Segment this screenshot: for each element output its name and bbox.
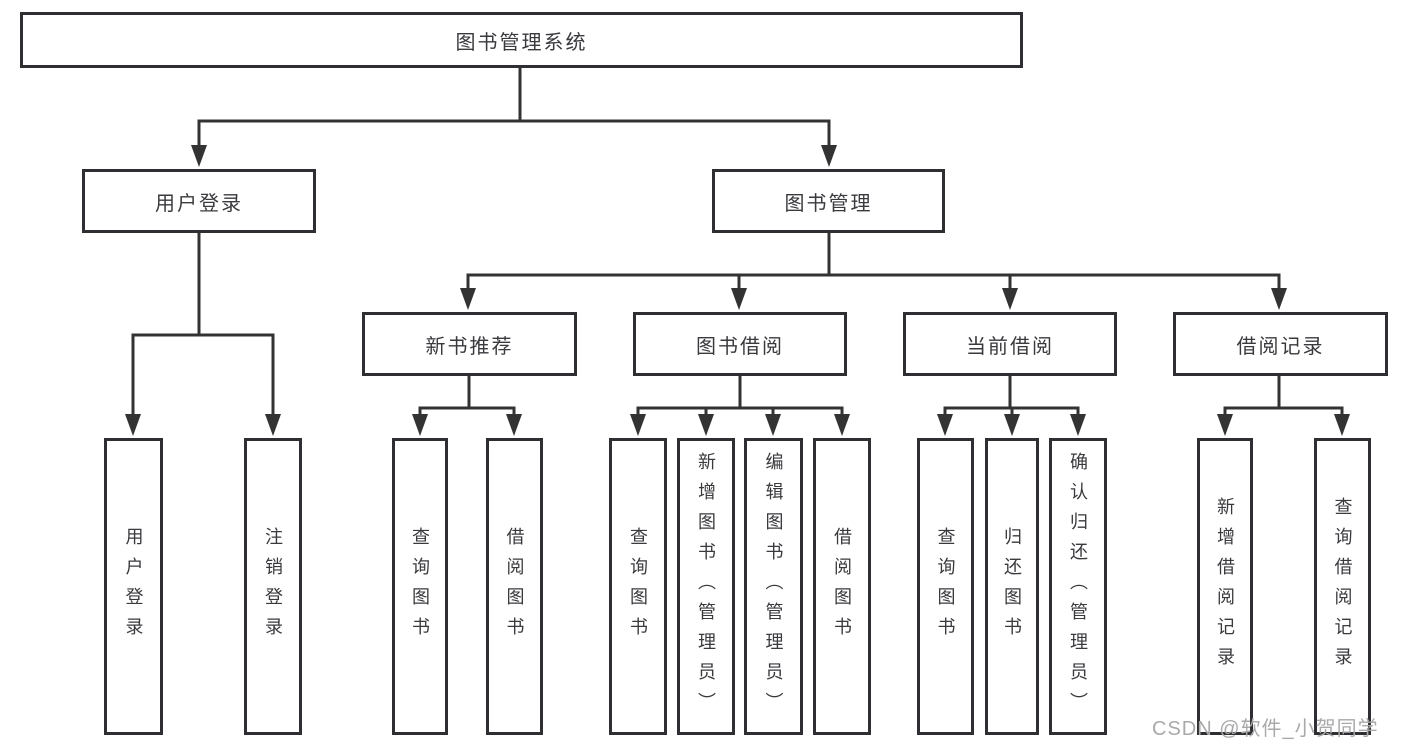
csdn-watermark: CSDN @软件_小贺同学	[1152, 718, 1379, 740]
connector-borrow-records	[1223, 374, 1344, 417]
leaf-logout: 注销登录	[244, 438, 302, 735]
node-current-borrow: 当前借阅	[903, 312, 1117, 376]
leaf-borrowing-edit: 编辑图书（管理员）	[744, 438, 803, 735]
leaf-borrowing-borrow: 借阅图书	[813, 438, 871, 735]
leaf-records-add: 新增借阅记录	[1197, 438, 1253, 735]
leaf-current-query: 查询图书	[917, 438, 974, 735]
leaf-new-books-query: 查询图书	[392, 438, 448, 735]
node-user-login: 用户登录	[82, 169, 316, 233]
arrowheads	[125, 145, 1350, 436]
connector-book-mgmt	[466, 231, 1281, 292]
leaf-borrowing-query: 查询图书	[609, 438, 667, 735]
node-book-mgmt: 图书管理	[712, 169, 945, 233]
leaf-current-confirm-return: 确认归还（管理员）	[1049, 438, 1107, 735]
node-new-books: 新书推荐	[362, 312, 577, 376]
connector-root	[197, 66, 831, 148]
node-borrow-records: 借阅记录	[1173, 312, 1388, 376]
connector-new-books	[418, 374, 516, 417]
leaf-user-login: 用户登录	[104, 438, 163, 735]
node-borrowing: 图书借阅	[633, 312, 847, 376]
connector-current-borrow	[943, 374, 1080, 417]
node-root: 图书管理系统	[20, 12, 1023, 68]
connector-user-login	[131, 231, 275, 417]
connector-borrowing	[636, 374, 844, 417]
leaf-new-books-borrow: 借阅图书	[486, 438, 543, 735]
leaf-records-query: 查询借阅记录	[1314, 438, 1371, 735]
leaf-current-return: 归还图书	[985, 438, 1039, 735]
leaf-borrowing-add: 新增图书（管理员）	[677, 438, 735, 735]
